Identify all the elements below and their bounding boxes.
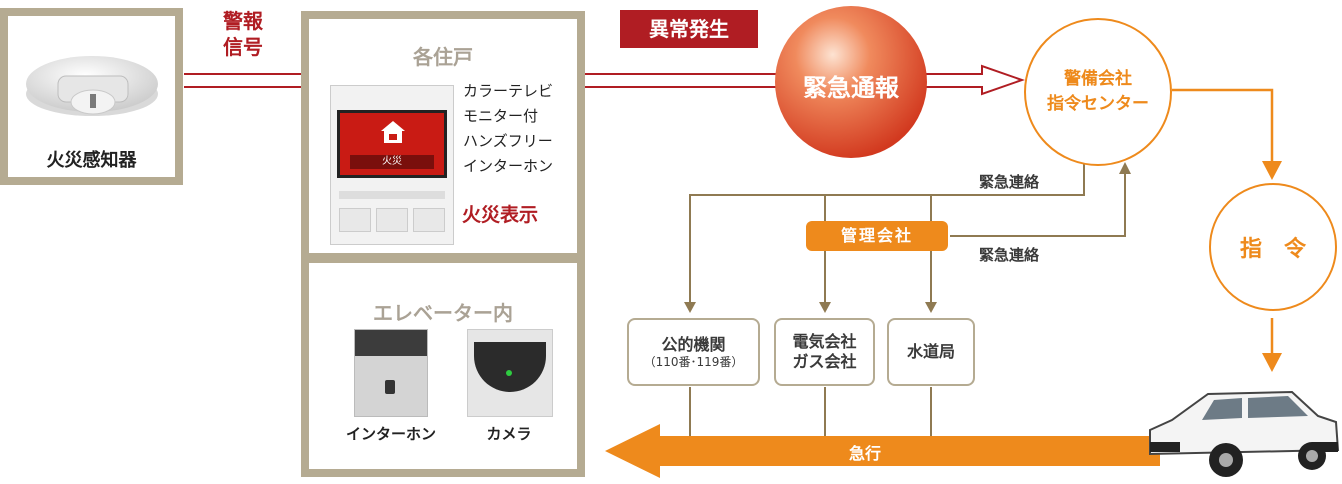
smoke-detector-icon <box>26 56 158 116</box>
center-to-command-line <box>1172 88 1274 163</box>
contact-arrow-water <box>925 302 937 313</box>
destination-public-line1: 公的機関 <box>661 334 726 354</box>
intercom-monitor: 火災 <box>330 85 454 245</box>
command-to-car-arrow <box>1262 353 1282 372</box>
screen-text: 火災 <box>350 155 434 169</box>
camera-dome-icon <box>474 342 546 392</box>
destination-water-line1: 水道局 <box>906 342 955 361</box>
elevator-frame: エレベーター内 インターホン カメラ <box>301 255 585 477</box>
destination-public-agency: 公的機関 （110番･119番） <box>627 318 760 386</box>
monitor-button-1 <box>339 208 371 232</box>
contact-line-2 <box>950 172 1126 237</box>
detector-label: 火災感知器 <box>46 150 137 171</box>
abnormal-badge: 異常発生 <box>620 10 758 48</box>
monitor-desc-3: ハンズフリー <box>463 132 553 150</box>
report-arrow <box>912 64 1026 96</box>
monitor-button-3 <box>413 208 445 232</box>
elevator-title: エレベーター内 <box>373 301 513 325</box>
monitor-desc-1: カラーテレビ <box>463 82 554 100</box>
residence-frame: 各住戸 火災 カラーテレビ モニター付 ハンズフリー インターホン <box>301 11 585 261</box>
emergency-report-label: 緊急通報 <box>803 74 899 102</box>
management-badge: 管理会社 <box>806 221 948 251</box>
alarm-signal-label: 警報 信号 <box>203 8 283 60</box>
center-to-command-arrow <box>1262 161 1282 180</box>
emergency-contact-label-2: 緊急連絡 <box>979 246 1040 264</box>
fire-display-label: 火災表示 <box>462 204 539 226</box>
rush-label: 急行 <box>848 444 881 463</box>
alarm-signal-line1: 警報 <box>223 9 263 33</box>
emergency-contact-label-1: 緊急連絡 <box>979 173 1040 191</box>
fire-house-icon <box>380 119 406 145</box>
security-center-circle: 警備会社 指令センター <box>1024 18 1172 166</box>
alarm-signal-line2: 信号 <box>223 35 263 59</box>
patrol-car-icon <box>1149 390 1340 477</box>
camera-led <box>506 370 512 376</box>
detector-frame: 火災感知器 <box>0 8 183 185</box>
rush-arrow <box>605 424 1160 478</box>
elevator-intercom-image <box>354 329 428 417</box>
command-label: 指 令 <box>1239 237 1306 262</box>
contact-arrow-center <box>1119 162 1131 174</box>
contact-arrow-public <box>684 302 696 313</box>
contact-line-1 <box>689 162 1085 303</box>
monitor-description: カラーテレビ モニター付 ハンズフリー インターホン <box>463 79 553 179</box>
contact-arrow-electric <box>819 302 831 313</box>
monitor-desc-2: モニター付 <box>463 107 539 125</box>
camera-label: カメラ <box>486 425 532 443</box>
security-center-line2: 指令センター <box>1047 94 1149 114</box>
camera-image <box>467 329 553 417</box>
security-center-line1: 警備会社 <box>1064 69 1132 89</box>
emergency-sphere <box>775 6 927 158</box>
destination-utilities: 電気会社 ガス会社 <box>774 318 875 386</box>
intercom-label: インターホン <box>345 425 436 443</box>
destination-waterworks: 水道局 <box>887 318 975 386</box>
monitor-button-2 <box>376 208 408 232</box>
destination-utilities-line1: 電気会社 <box>792 332 857 351</box>
command-circle: 指 令 <box>1209 183 1337 311</box>
intercom-button-icon <box>385 380 395 394</box>
destination-public-line2: （110番･119番） <box>643 354 744 369</box>
monitor-strip <box>339 191 445 199</box>
intercom-speaker <box>355 330 427 356</box>
monitor-screen: 火災 <box>337 110 447 178</box>
residence-title: 各住戸 <box>413 45 473 69</box>
destination-utilities-line2: ガス会社 <box>792 352 857 371</box>
monitor-desc-4: インターホン <box>463 157 554 175</box>
